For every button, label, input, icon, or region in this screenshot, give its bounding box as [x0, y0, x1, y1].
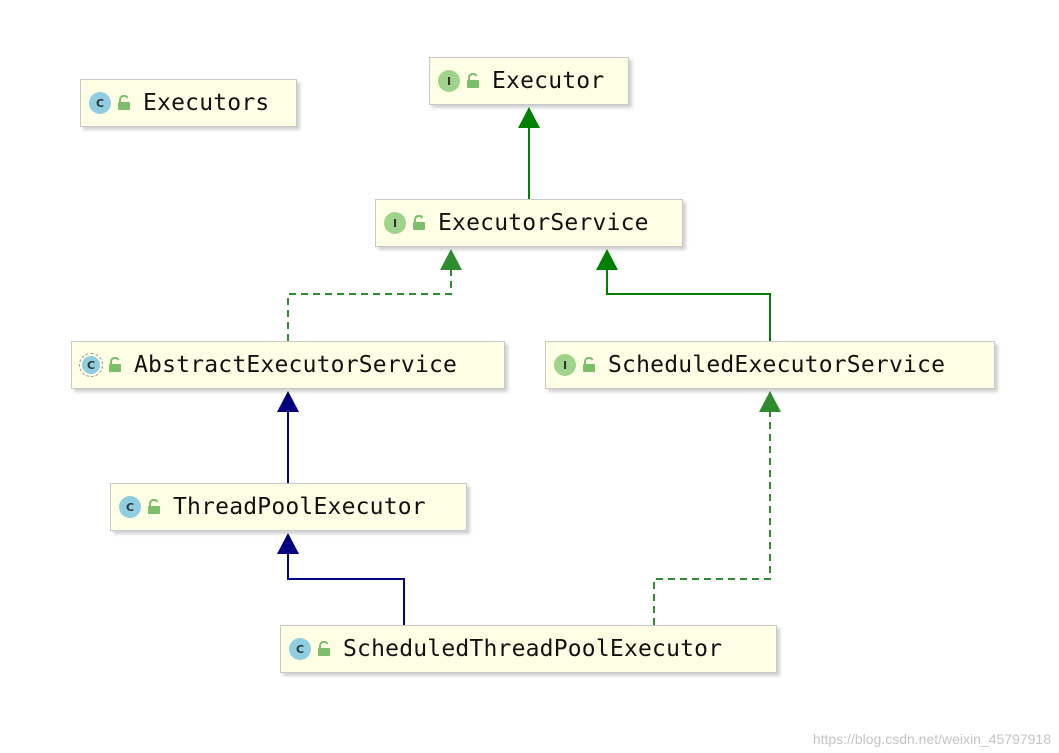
- interface-icon: I: [554, 354, 576, 376]
- edge-abstract-executor-service-to-executor-service: [287, 249, 462, 341]
- lock-icon: [317, 641, 331, 657]
- arrowhead-icon: [759, 391, 781, 412]
- edge-scheduled-thread-pool-executor-to-thread-pool-executor: [277, 533, 405, 625]
- arrowhead-icon: [277, 391, 299, 412]
- edge-line: [287, 554, 405, 625]
- node-label: Executor: [492, 68, 605, 94]
- lock-icon: [147, 499, 161, 515]
- arrowhead-icon: [596, 249, 618, 270]
- edge-thread-pool-executor-to-abstract-executor-service: [277, 391, 299, 483]
- class-icon: C: [119, 496, 141, 518]
- node-label: ScheduledThreadPoolExecutor: [343, 636, 723, 662]
- arrowhead-icon: [440, 249, 462, 270]
- interface-icon: I: [438, 70, 460, 92]
- node-scheduled-executor-service[interactable]: I ScheduledExecutorService: [545, 341, 995, 389]
- node-abstract-executor-service[interactable]: C AbstractExecutorService: [71, 341, 505, 389]
- interface-icon: I: [384, 212, 406, 234]
- lock-icon: [117, 95, 131, 111]
- node-executors[interactable]: C Executors: [80, 79, 297, 127]
- edges-layer: [277, 107, 781, 625]
- lock-icon: [108, 357, 122, 373]
- edge-line: [606, 270, 771, 341]
- node-label: ThreadPoolExecutor: [173, 494, 426, 520]
- edge-line: [653, 412, 771, 625]
- class-icon: C: [89, 92, 111, 114]
- edge-scheduled-thread-pool-executor-to-scheduled-executor-service: [653, 391, 781, 625]
- node-executor-service[interactable]: I ExecutorService: [375, 199, 683, 247]
- lock-icon: [466, 73, 480, 89]
- class-icon: C: [289, 638, 311, 660]
- node-label: ExecutorService: [438, 210, 649, 236]
- node-executor[interactable]: I Executor: [429, 57, 629, 105]
- lock-icon: [412, 215, 426, 231]
- node-scheduled-thread-pool-executor[interactable]: C ScheduledThreadPoolExecutor: [280, 625, 777, 673]
- edge-executor-service-to-executor: [518, 107, 540, 199]
- abstract-class-icon: C: [79, 353, 103, 377]
- arrowhead-icon: [277, 533, 299, 554]
- node-label: AbstractExecutorService: [134, 352, 458, 378]
- node-thread-pool-executor[interactable]: C ThreadPoolExecutor: [110, 483, 467, 531]
- node-label: Executors: [143, 90, 270, 116]
- watermark: https://blog.csdn.net/weixin_45797918: [812, 731, 1051, 747]
- node-label: ScheduledExecutorService: [608, 352, 946, 378]
- lock-icon: [582, 357, 596, 373]
- edge-line: [287, 270, 452, 341]
- arrowhead-icon: [518, 107, 540, 128]
- edge-scheduled-executor-service-to-executor-service: [596, 249, 771, 341]
